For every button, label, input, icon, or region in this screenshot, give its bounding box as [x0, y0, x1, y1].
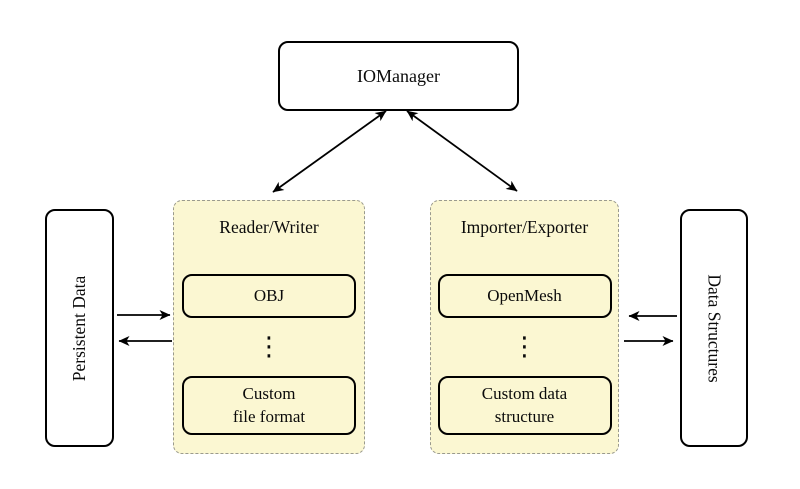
persistent-data-node: Persistent Data: [45, 209, 114, 447]
persistent-data-label: Persistent Data: [69, 275, 89, 381]
custom-data-structure-node: Custom data structure: [437, 376, 612, 435]
iomanager-node: IOManager: [278, 41, 519, 111]
openmesh-label: OpenMesh: [487, 285, 562, 305]
iomanager-label: IOManager: [357, 65, 440, 86]
arrow-iomanager-readerwriter: [272, 110, 387, 193]
custom-data-structure-line2: structure: [494, 406, 555, 426]
arrow-iomanager-importerexporter: [406, 110, 518, 192]
reader-writer-title: Reader/Writer: [219, 217, 319, 237]
openmesh-node: OpenMesh: [437, 274, 612, 318]
vertical-ellipsis-icon: ⋮: [511, 332, 538, 362]
importer-exporter-panel: Importer/Exporter OpenMesh ⋮ Custom data…: [430, 200, 619, 454]
custom-file-format-node: Custom file format: [182, 376, 356, 435]
vertical-ellipsis-icon: ⋮: [256, 332, 282, 362]
obj-label: OBJ: [253, 285, 285, 305]
importer-exporter-title: Importer/Exporter: [460, 217, 589, 237]
reader-writer-panel: Reader/Writer OBJ ⋮ Custom file format: [173, 200, 365, 454]
data-structures-node: Data Structures: [680, 209, 748, 447]
custom-file-format-line2: file format: [232, 406, 306, 426]
data-structures-label: Data Structures: [704, 273, 725, 383]
obj-node: OBJ: [182, 274, 356, 318]
custom-file-format-line1: Custom: [242, 383, 296, 403]
custom-data-structure-line1: Custom data: [481, 383, 568, 403]
